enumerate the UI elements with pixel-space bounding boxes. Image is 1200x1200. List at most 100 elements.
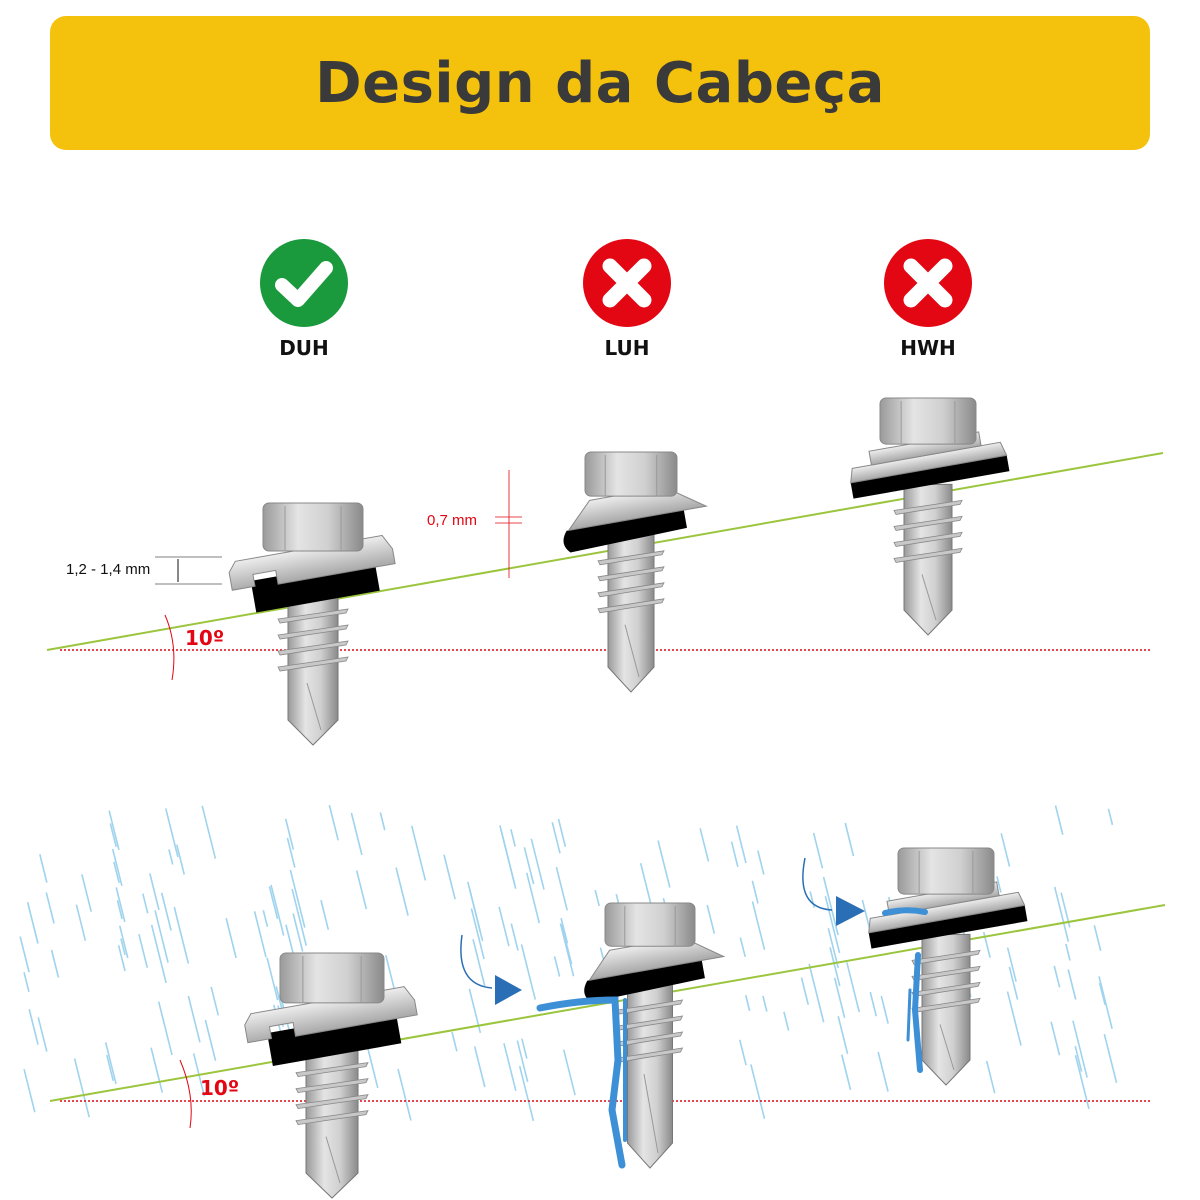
rain-drop bbox=[473, 1046, 486, 1088]
screw-thread bbox=[597, 550, 665, 566]
rain-drop bbox=[1074, 1055, 1090, 1110]
angle-arc bbox=[179, 1059, 192, 1129]
rain-drop bbox=[829, 947, 841, 987]
rain-drop bbox=[116, 900, 123, 920]
rain-drop bbox=[996, 876, 1002, 893]
water-flow-arrow bbox=[802, 857, 865, 926]
rain-drop bbox=[81, 874, 92, 912]
sealing-washer bbox=[868, 905, 1028, 949]
rain-drop bbox=[560, 918, 569, 944]
dimension-luh-label: 0,7 mm bbox=[427, 512, 477, 529]
rain-drop bbox=[738, 1039, 747, 1066]
rain-drop bbox=[23, 1068, 36, 1113]
rain-drop bbox=[827, 927, 840, 969]
rain-drop bbox=[201, 805, 217, 859]
rain-drop bbox=[73, 1058, 91, 1118]
rain-drop bbox=[253, 911, 267, 958]
hex-head bbox=[879, 397, 977, 445]
rain-drop bbox=[560, 924, 573, 965]
screw-thread bbox=[597, 566, 665, 582]
angle-arc bbox=[164, 614, 175, 681]
water-flow-arrow bbox=[460, 934, 522, 1005]
rain-drop bbox=[328, 804, 339, 841]
rain-drop bbox=[809, 891, 815, 908]
rain-drop bbox=[523, 847, 535, 885]
rain-drop bbox=[525, 872, 541, 924]
dimension-duh-label: 1,2 - 1,4 mm bbox=[66, 561, 150, 578]
roof-slope-line bbox=[46, 452, 1164, 651]
rain-drop bbox=[840, 1054, 852, 1091]
screw-thread bbox=[295, 1094, 369, 1110]
rain-drop bbox=[551, 822, 561, 854]
sealing-washer bbox=[267, 1010, 402, 1066]
sealing-washer bbox=[584, 956, 705, 1003]
screw-luh-top bbox=[563, 451, 708, 693]
rain-drop bbox=[1072, 1020, 1088, 1078]
rain-drop bbox=[657, 840, 671, 888]
rain-drop bbox=[468, 889, 484, 942]
screw-thread bbox=[893, 515, 963, 531]
page-title: Design da Cabeça bbox=[315, 50, 885, 116]
rain-drop bbox=[115, 887, 126, 923]
rain-drop bbox=[157, 1001, 173, 1056]
rain-drop bbox=[553, 956, 561, 977]
rain-drop bbox=[284, 818, 295, 850]
rain-drop bbox=[117, 945, 126, 972]
rain-drop bbox=[880, 995, 889, 1024]
rain-drop bbox=[706, 904, 716, 934]
rain-drop bbox=[111, 848, 123, 887]
rain-drop bbox=[510, 923, 519, 951]
rain-drop bbox=[557, 818, 567, 847]
rain-drop bbox=[510, 829, 516, 847]
rain-drop bbox=[164, 808, 179, 858]
rain-drop bbox=[50, 949, 60, 978]
rain-drop bbox=[1074, 1046, 1083, 1072]
rain-drop bbox=[270, 884, 285, 936]
rain-drop bbox=[518, 1065, 535, 1122]
rain-drop bbox=[1006, 947, 1017, 982]
rain-drop bbox=[379, 812, 386, 831]
rain-drop bbox=[833, 977, 846, 1019]
hex-head bbox=[897, 847, 995, 895]
rain-drop bbox=[28, 1009, 39, 1045]
rain-drop bbox=[176, 844, 186, 875]
screw-thread bbox=[277, 656, 349, 672]
rain-drop bbox=[1103, 1033, 1118, 1084]
label-duh: DUH bbox=[279, 336, 329, 360]
rain-drop bbox=[594, 889, 600, 907]
rain-drop bbox=[846, 962, 861, 1013]
angle-label: 10º bbox=[200, 1076, 239, 1100]
rain-drop bbox=[1008, 966, 1019, 1000]
rain-drop bbox=[869, 991, 878, 1017]
rain-drop bbox=[751, 880, 759, 904]
rain-drop bbox=[410, 825, 427, 881]
screw-thread bbox=[277, 608, 349, 624]
screw-thread bbox=[911, 965, 981, 981]
rain-drop bbox=[1053, 886, 1070, 942]
screw-thread bbox=[295, 1062, 369, 1078]
rain-drop bbox=[739, 937, 746, 958]
rain-drop bbox=[1050, 1021, 1061, 1056]
rain-drop bbox=[1054, 805, 1064, 835]
rain-drop bbox=[204, 1019, 217, 1061]
angle-label: 10º bbox=[185, 626, 224, 650]
rain-drop bbox=[1093, 925, 1102, 951]
rain-drop bbox=[751, 901, 766, 950]
status-duh: DUH bbox=[260, 239, 348, 360]
rain-drop bbox=[877, 1051, 889, 1092]
screw-thread bbox=[893, 547, 963, 563]
rain-drop bbox=[173, 906, 190, 964]
rain-drop bbox=[1098, 982, 1106, 1006]
rain-drop bbox=[699, 828, 710, 862]
rain-drop bbox=[45, 892, 55, 924]
rain-drop bbox=[750, 1064, 766, 1119]
rain-drop bbox=[1053, 965, 1061, 988]
screw-luh-rain bbox=[584, 902, 726, 1169]
rain-drop bbox=[26, 901, 39, 944]
screw-hwh-top bbox=[850, 397, 1010, 636]
rain-drop bbox=[355, 870, 368, 910]
rain-drop bbox=[1098, 976, 1113, 1030]
rain-drop bbox=[639, 862, 652, 905]
rain-drop bbox=[109, 823, 117, 848]
